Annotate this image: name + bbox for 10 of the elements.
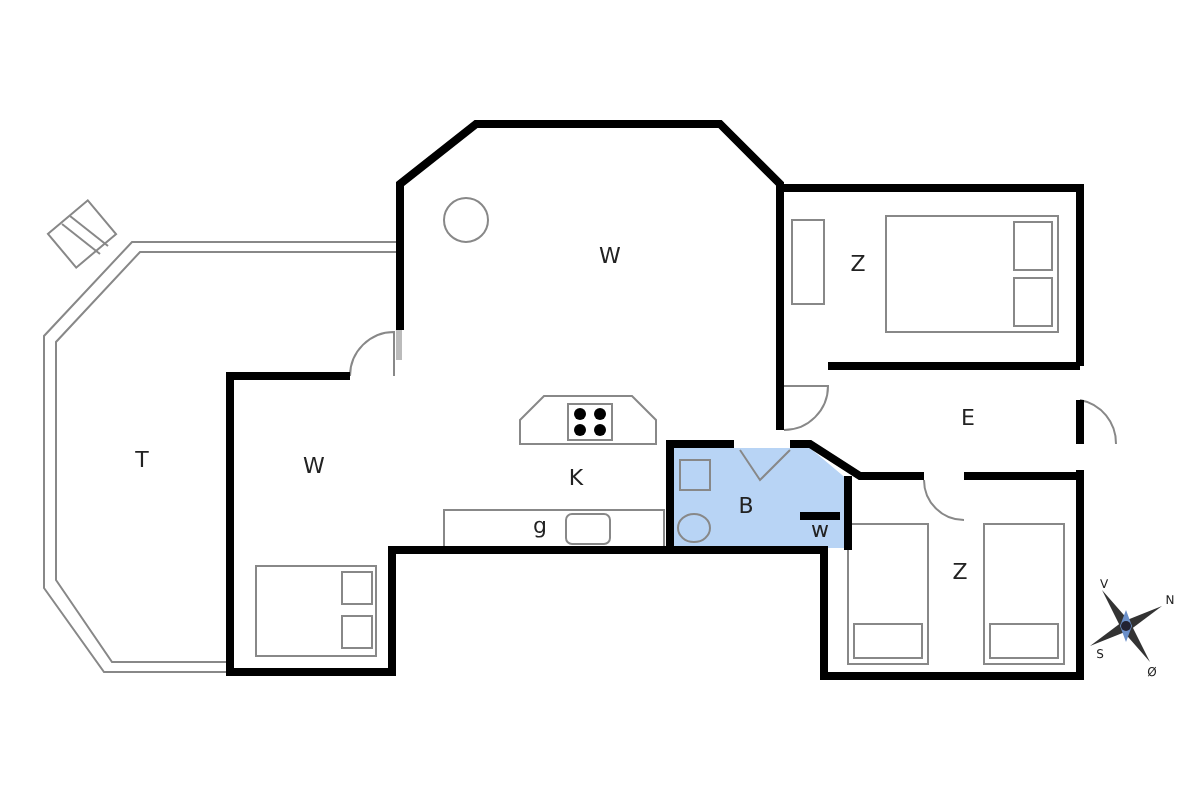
room-label: K [568,467,584,489]
room-label: B [738,495,754,517]
room-label: E [961,407,975,429]
room-label: w [811,519,829,541]
room-label: T [135,449,149,471]
room-label: g [533,515,547,537]
room-label: Z [952,561,968,583]
room-label: Z [850,253,866,275]
room-label: W [599,245,621,267]
room-label: W [303,455,325,477]
